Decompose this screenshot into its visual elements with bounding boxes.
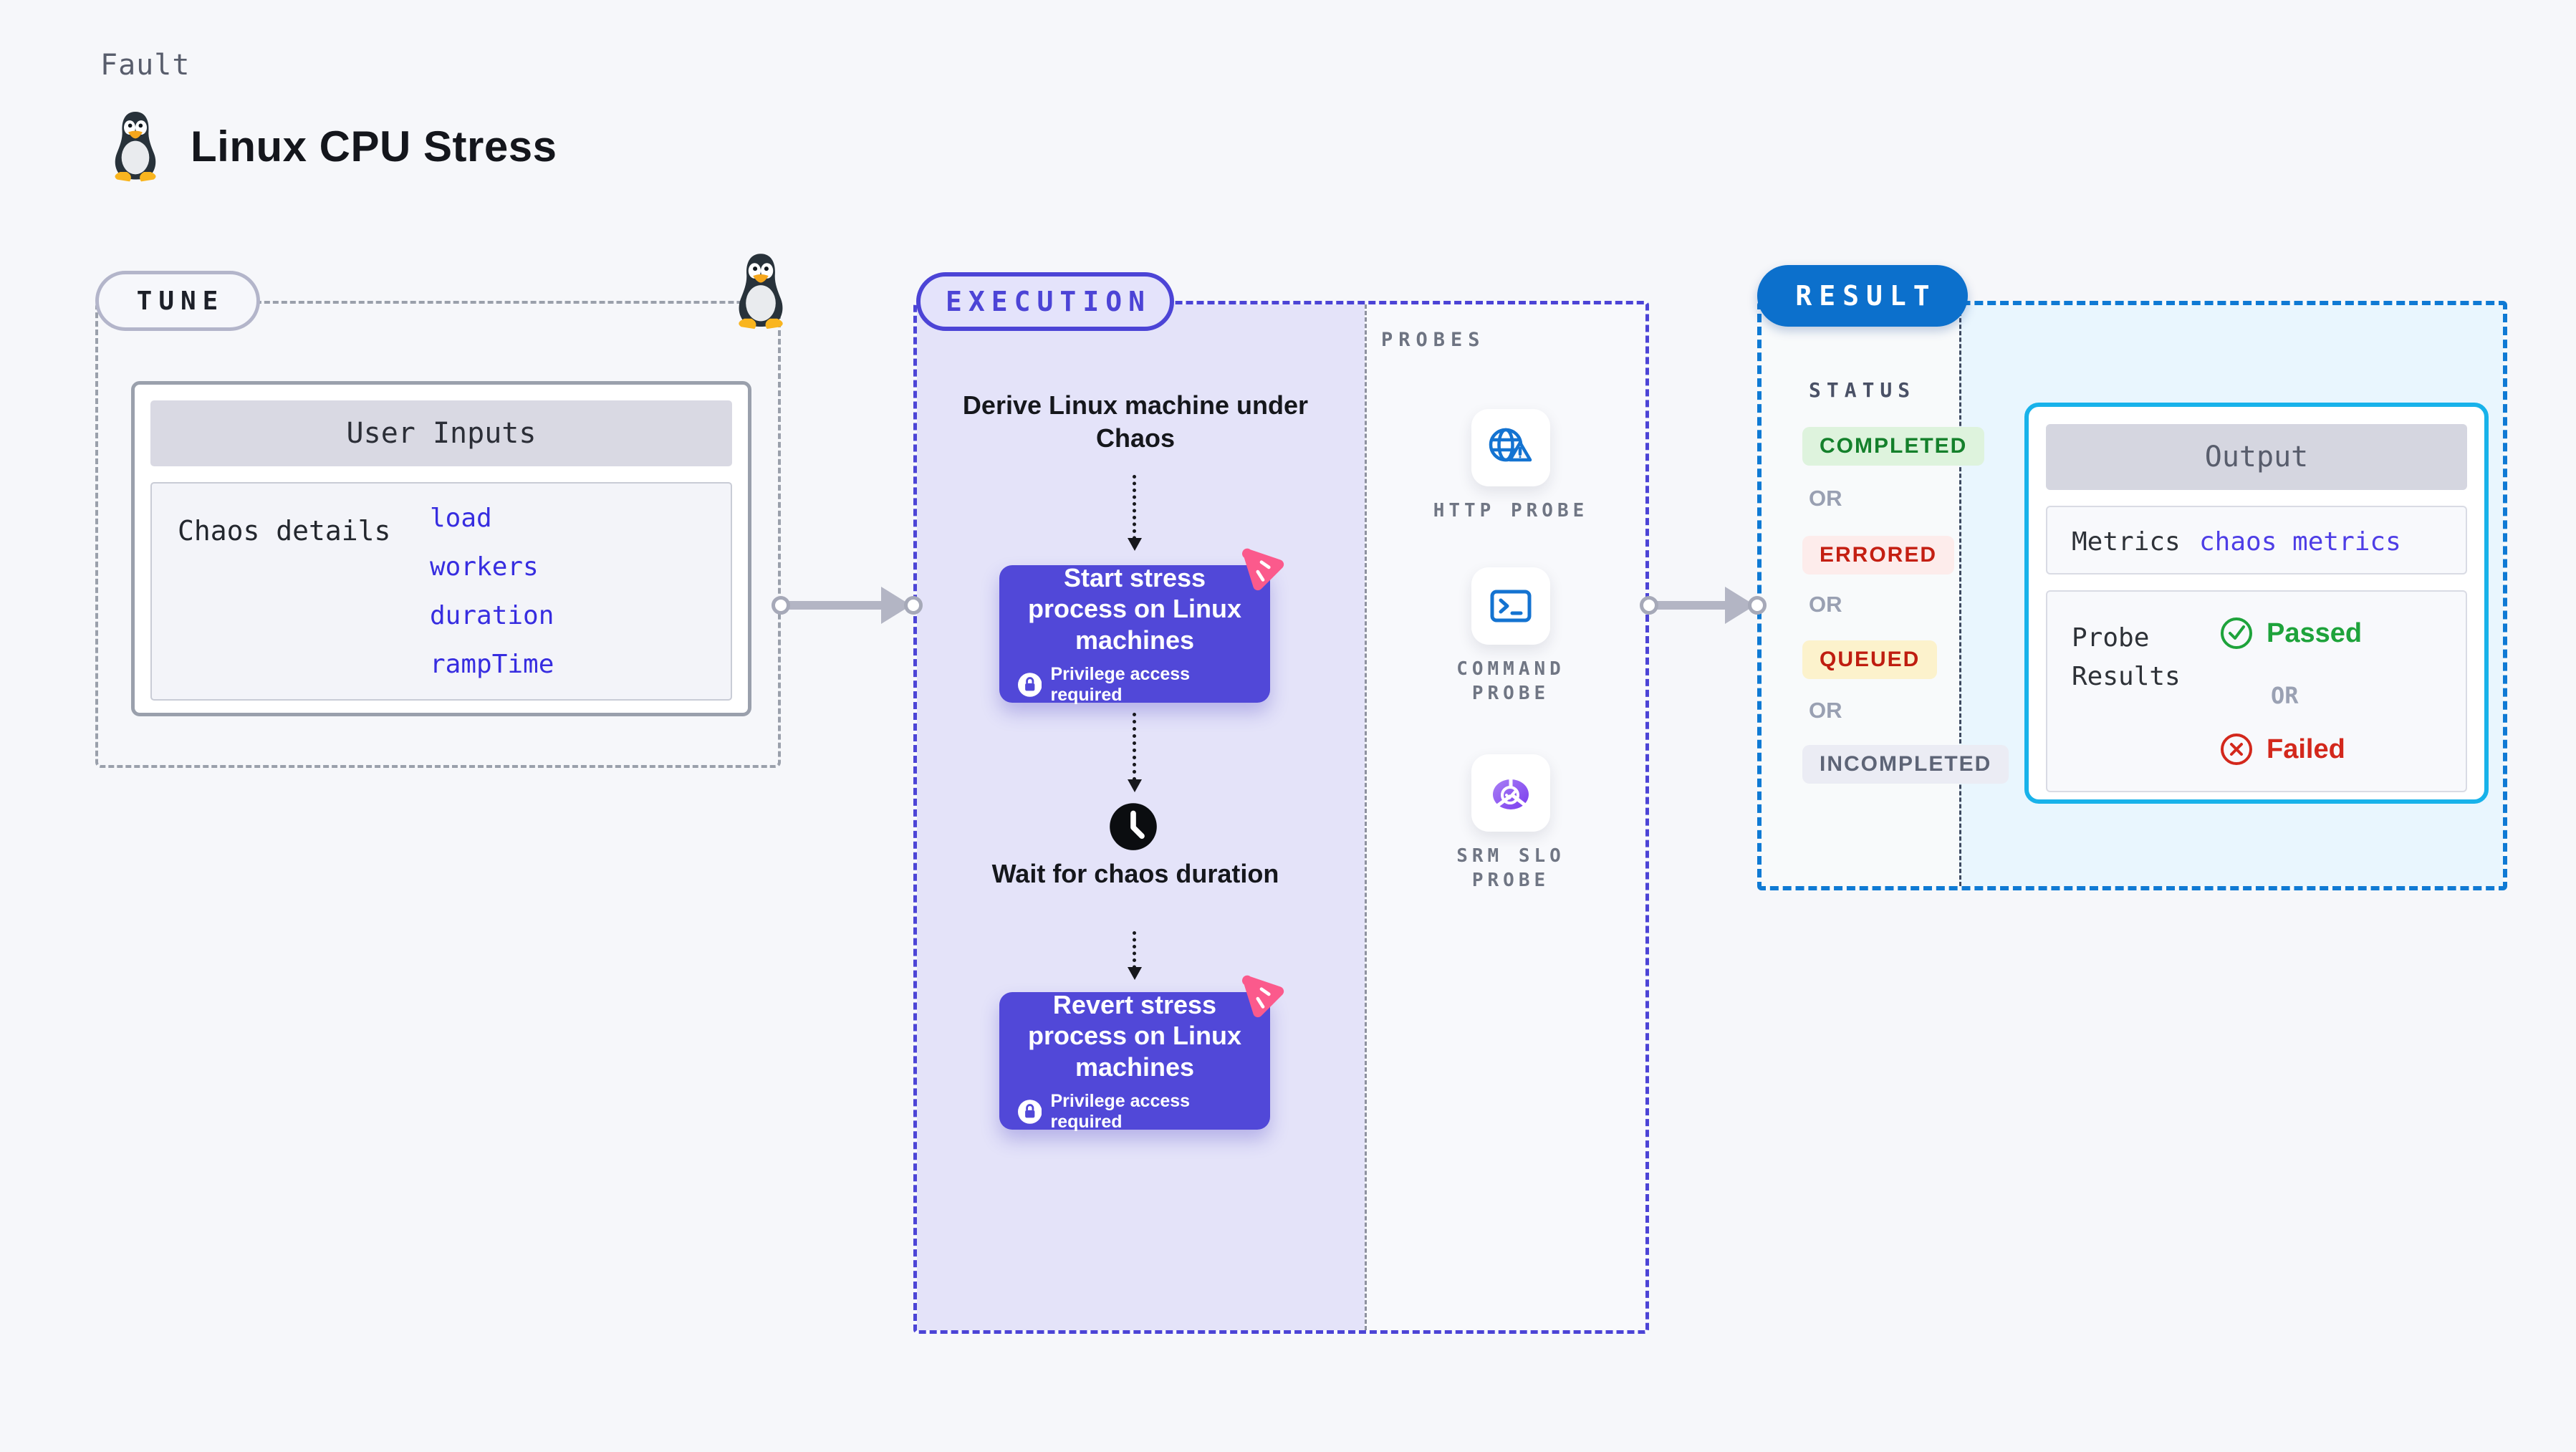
flow-arrow-icon: [1128, 713, 1142, 792]
chaos-details-label: Chaos details: [178, 515, 391, 547]
status-badge-errored: ERRORED: [1802, 536, 1955, 574]
failed-x-icon: [2221, 734, 2252, 765]
passed-result: Passed: [2219, 616, 2362, 650]
connector-dot: [772, 596, 790, 615]
revert-stress-label: Revert stress process on Linux machines: [1027, 990, 1242, 1082]
privilege-note: Privilege access required: [1018, 1091, 1251, 1133]
chaos-inputs-list: load workers duration rampTime: [430, 494, 554, 688]
globe-alert-icon: [1489, 428, 1532, 462]
probe-results-label: Probe Results: [2072, 623, 2181, 691]
wait-step-label: Wait for chaos duration: [991, 859, 1279, 888]
wait-clock-icon: [1108, 802, 1158, 852]
result-badge: RESULT: [1757, 265, 1968, 327]
fault-kicker: Fault: [100, 49, 191, 82]
connector-dot: [904, 596, 923, 615]
probe-label-command: COMMAND PROBE: [1418, 658, 1604, 706]
probe-label-line: COMMAND: [1456, 658, 1565, 680]
probe-card-http: [1471, 409, 1550, 486]
lock-icon: [1018, 671, 1042, 698]
probes-heading: PROBES: [1381, 329, 1486, 351]
output-header: Output: [2046, 424, 2467, 490]
probe-label-line: PROBE: [1471, 682, 1550, 704]
slo-donut-icon: [1493, 779, 1529, 809]
tune-to-execution-arrow: [772, 585, 923, 625]
probe-label-srm-slo: SRM SLO PROBE: [1418, 845, 1604, 893]
status-badge-incompleted: INCOMPLETED: [1802, 745, 2009, 784]
user-inputs-body: Chaos details load workers duration ramp…: [150, 482, 732, 701]
or-label: OR: [1809, 592, 1842, 617]
chaos-logo-icon: [1239, 972, 1286, 1019]
user-inputs-card: User Inputs Chaos details load workers d…: [131, 381, 751, 716]
or-label: OR: [2271, 682, 2299, 709]
derive-step-label: Derive Linux machine under Chaos: [962, 390, 1309, 453]
tux-penguin-icon: [739, 254, 783, 330]
failed-result: Failed: [2219, 732, 2345, 766]
passed-label: Passed: [2267, 617, 2363, 648]
failed-label: Failed: [2267, 734, 2345, 764]
status-badge-queued: QUEUED: [1802, 640, 1938, 679]
input-link-duration[interactable]: duration: [430, 600, 554, 630]
privilege-note-label: Privilege access required: [1050, 663, 1191, 705]
or-label: OR: [1809, 486, 1842, 511]
probe-card-command: [1471, 567, 1550, 645]
execution-to-result-arrow: [1640, 585, 1767, 625]
flow-arrow-icon: [1128, 931, 1142, 980]
execution-badge: EXECUTION: [916, 272, 1174, 331]
tune-badge: TUNE: [95, 271, 260, 331]
connector-dot: [1640, 596, 1658, 615]
or-label: OR: [1809, 698, 1842, 723]
arrow-line: [1648, 601, 1745, 610]
input-link-load[interactable]: load: [430, 503, 492, 533]
probe-label-line: PROBE: [1471, 869, 1550, 891]
page-title: Linux CPU Stress: [191, 122, 557, 170]
probes-divider: [1365, 304, 1367, 1330]
metrics-row: Metrics chaos metrics: [2046, 506, 2467, 574]
start-stress-label: Start stress process on Linux machines: [1027, 563, 1242, 655]
input-link-workers[interactable]: workers: [430, 552, 539, 582]
chaos-logo-icon: [1239, 545, 1286, 592]
probe-card-srm-slo: [1471, 754, 1550, 832]
probe-results-row: Probe Results Passed OR Failed: [2046, 590, 2467, 792]
user-inputs-header: User Inputs: [150, 400, 732, 466]
probe-label-http: HTTP PROBE: [1418, 499, 1604, 524]
start-stress-node: Start stress process on Linux machines P…: [999, 563, 1270, 706]
privilege-note: Privilege access required: [1018, 664, 1251, 706]
privilege-note-label: Privilege access required: [1050, 1090, 1191, 1132]
metrics-label: Metrics: [2072, 527, 2181, 557]
passed-check-icon: [2221, 617, 2252, 649]
status-heading: STATUS: [1809, 378, 1916, 402]
tune-section: [95, 301, 781, 768]
result-divider: [1959, 305, 1961, 886]
terminal-icon: [1490, 590, 1532, 622]
arrow-line: [780, 601, 901, 610]
probe-label-line: SRM SLO: [1456, 845, 1565, 867]
tux-penguin-icon: [115, 112, 156, 182]
execution-section: Derive Linux machine under Chaos Start s…: [913, 301, 1649, 1334]
lock-icon: [1018, 1098, 1042, 1125]
revert-stress-node: Revert stress process on Linux machines …: [999, 990, 1270, 1133]
input-link-ramptime[interactable]: rampTime: [430, 649, 554, 679]
output-card: Output Metrics chaos metrics Probe Resul…: [2024, 403, 2489, 804]
connector-dot: [1748, 596, 1767, 615]
page-header: Linux CPU Stress: [105, 109, 557, 183]
status-badge-completed: COMPLETED: [1802, 427, 1985, 466]
result-section: STATUS COMPLETED OR ERRORED OR QUEUED OR…: [1757, 301, 2507, 890]
metrics-value-link[interactable]: chaos metrics: [2199, 527, 2401, 557]
probe-label-line: HTTP PROBE: [1433, 500, 1589, 521]
flow-arrow-icon: [1128, 475, 1142, 551]
